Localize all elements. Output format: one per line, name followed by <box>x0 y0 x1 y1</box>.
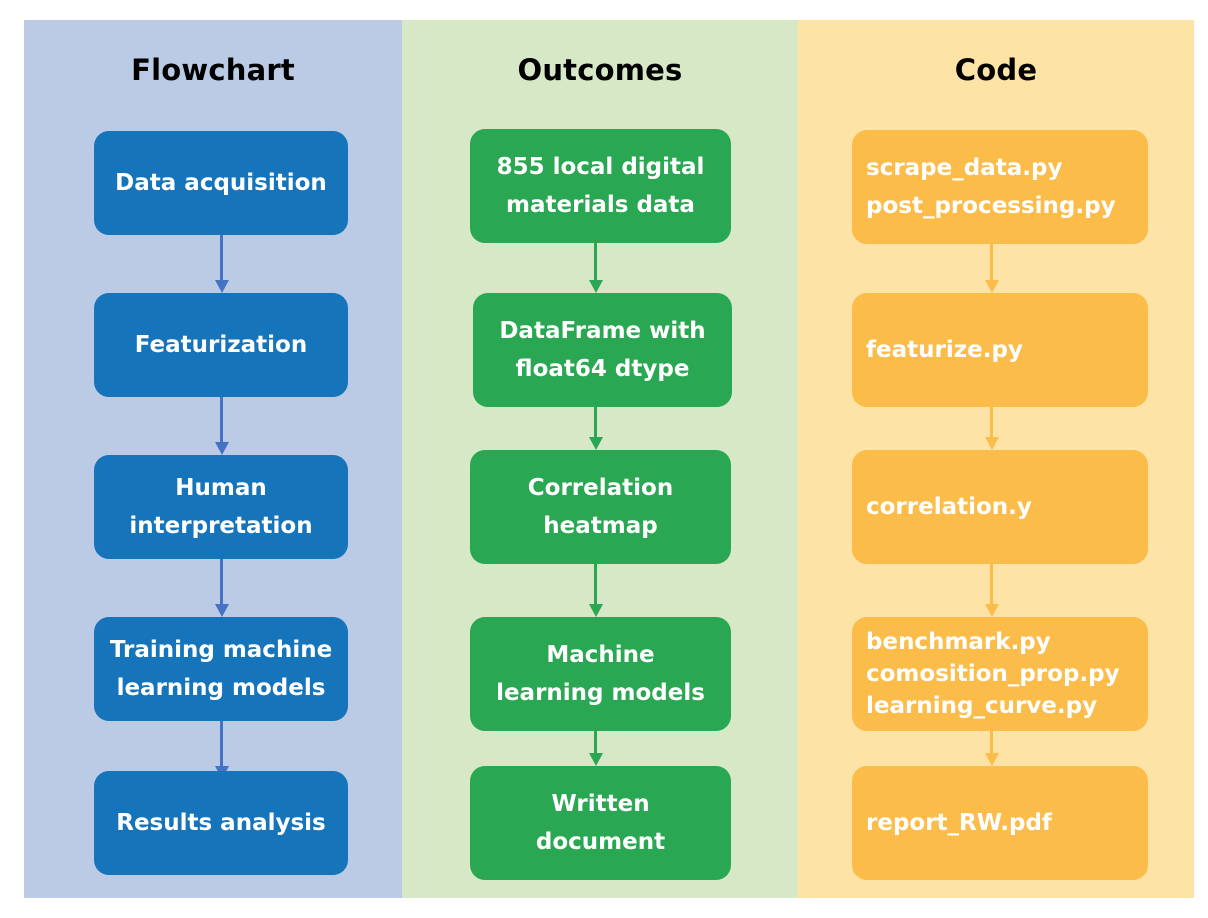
step-line: Human <box>175 475 267 501</box>
flow-step-data-acquisition: Data acquisition <box>94 131 348 235</box>
step-line: 855 local digital <box>496 154 705 180</box>
step-line: document <box>535 829 666 855</box>
code-step-correlation: correlation.y <box>852 450 1148 564</box>
code-step-benchmark: benchmark.py comosition_prop.py learning… <box>852 617 1148 731</box>
step-line: Correlation <box>527 475 674 501</box>
step-line: float64 dtype <box>515 356 690 382</box>
step-line: materials data <box>506 192 695 218</box>
code-file: correlation.y <box>866 494 1032 520</box>
outcomes-column: Outcomes 855 local digital materials dat… <box>402 20 798 898</box>
step-line: learning models <box>496 680 705 706</box>
outcome-step-dataframe: DataFrame with float64 dtype <box>473 293 732 407</box>
code-file: featurize.py <box>866 337 1023 363</box>
step-line: heatmap <box>543 513 658 539</box>
flowchart-heading: Flowchart <box>131 53 295 87</box>
flow-step-human-interpretation: Human interpretation <box>94 455 348 559</box>
outcome-step-heatmap: Correlation heatmap <box>470 450 731 564</box>
flow-step-training-models: Training machine learning models <box>94 617 348 721</box>
step-line: interpretation <box>129 513 313 539</box>
flowchart-column: Flowchart Data acquisition Featurization… <box>24 20 402 898</box>
outcomes-heading: Outcomes <box>517 53 683 87</box>
code-step-report: report_RW.pdf <box>852 766 1148 880</box>
code-file: post_processing.py <box>866 193 1116 219</box>
outcome-step-ml-models: Machine learning models <box>470 617 731 731</box>
code-step-scrape: scrape_data.py post_processing.py <box>852 130 1148 244</box>
code-heading: Code <box>954 53 1038 87</box>
step-line: Data acquisition <box>115 170 327 196</box>
code-file: report_RW.pdf <box>866 810 1052 836</box>
outcome-step-materials-data: 855 local digital materials data <box>470 129 731 243</box>
flow-step-results-analysis: Results analysis <box>94 771 348 875</box>
outcome-step-written-document: Written document <box>470 766 731 880</box>
step-line: Machine <box>546 642 655 668</box>
step-line: Results analysis <box>116 810 326 836</box>
code-file: scrape_data.py <box>866 155 1063 181</box>
step-line: DataFrame with <box>499 318 706 344</box>
code-step-featurize: featurize.py <box>852 293 1148 407</box>
code-file: benchmark.py <box>866 629 1051 655</box>
step-line: learning models <box>116 675 326 701</box>
step-line: Featurization <box>134 332 308 358</box>
flow-step-featurization: Featurization <box>94 293 348 397</box>
step-line: Training machine <box>109 637 333 663</box>
step-line: Written <box>551 791 650 817</box>
code-column: Code scrape_data.py post_processing.py f… <box>798 20 1194 898</box>
code-file: learning_curve.py <box>866 693 1098 719</box>
code-file: comosition_prop.py <box>866 661 1120 687</box>
